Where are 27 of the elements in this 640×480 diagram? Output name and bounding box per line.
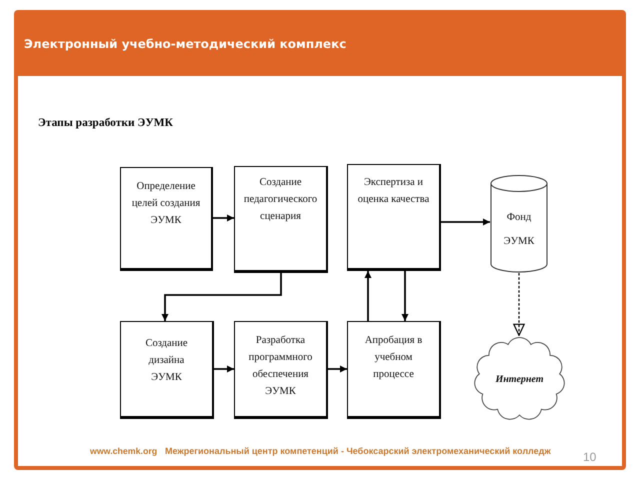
process-box <box>234 321 328 419</box>
node-text: Апробация в учебном процессе <box>364 334 424 382</box>
arrow <box>328 366 347 372</box>
process-box <box>347 164 441 271</box>
process-box <box>234 166 328 273</box>
process-box <box>120 321 214 419</box>
node-text: Создание педагогического сценария <box>242 176 318 224</box>
slide-title: Электронный учебно-методический комплекс <box>24 37 346 51</box>
page-number: 10 <box>583 450 596 464</box>
process-box <box>120 167 213 271</box>
footer-text: Межрегиональный центр компетенций - Чебоксарский электромеханический колледж <box>165 446 551 456</box>
node-text: Экспертиза и оценка качества <box>356 176 430 207</box>
node-text: Создание дизайна ЭУМК <box>144 337 189 385</box>
node-text: Определение целей создания ЭУМК <box>130 180 202 228</box>
dashed-arrow <box>513 273 525 336</box>
arrow <box>364 271 372 321</box>
arrow <box>441 218 490 226</box>
footer-url: www.chemk.org <box>90 446 158 456</box>
arrow <box>214 366 234 372</box>
node-text: Фонд ЭУМК <box>502 211 536 249</box>
process-box <box>347 321 441 419</box>
diagram-heading: Этапы разработки ЭУМК <box>38 117 173 129</box>
node-text: Интернет <box>494 373 545 387</box>
arrow <box>213 214 234 222</box>
arrow <box>402 271 408 321</box>
arrow <box>162 273 282 321</box>
node-text: Разработка программного обеспечения ЭУМК <box>248 334 314 399</box>
